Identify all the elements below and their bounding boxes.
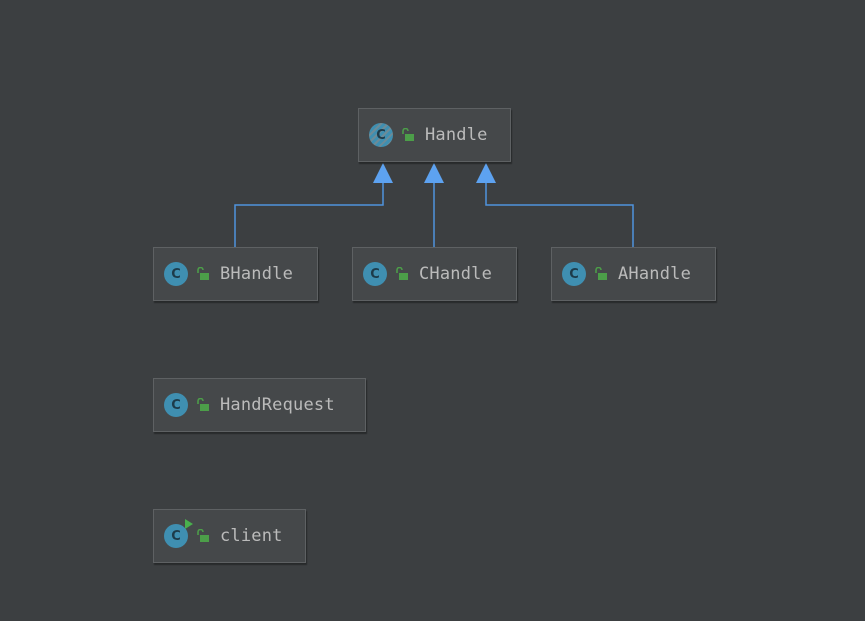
edge-bhandle-to-handle — [234, 182, 384, 247]
class-icon: C — [164, 393, 188, 417]
arrowhead-chandle — [424, 163, 444, 183]
unlock-icon — [197, 267, 209, 280]
class-name: AHandle — [618, 264, 692, 284]
unlock-icon — [595, 267, 607, 280]
unlock-icon — [197, 398, 209, 411]
class-icon: C — [562, 262, 586, 286]
class-node-handle[interactable]: C Handle — [358, 108, 511, 162]
abstract-class-icon: C — [369, 123, 393, 147]
class-name: CHandle — [419, 264, 493, 284]
unlock-icon — [396, 267, 408, 280]
class-name: Handle — [425, 125, 488, 145]
class-node-handrequest[interactable]: C HandRequest — [153, 378, 366, 432]
arrowhead-bhandle — [373, 163, 393, 183]
run-arrow-icon — [185, 519, 193, 529]
class-name: client — [220, 526, 283, 546]
unlock-icon — [197, 529, 209, 542]
class-node-bhandle[interactable]: C BHandle — [153, 247, 318, 301]
class-icon: C — [164, 262, 188, 286]
class-name: HandRequest — [220, 395, 335, 415]
arrowhead-ahandle — [476, 163, 496, 183]
class-icon: C — [363, 262, 387, 286]
class-name: BHandle — [220, 264, 294, 284]
unlock-icon — [402, 128, 414, 141]
edge-ahandle-to-handle — [485, 182, 634, 247]
class-node-chandle[interactable]: C CHandle — [352, 247, 517, 301]
class-node-client[interactable]: C client — [153, 509, 306, 563]
runnable-class-icon: C — [164, 519, 193, 548]
class-node-ahandle[interactable]: C AHandle — [551, 247, 716, 301]
